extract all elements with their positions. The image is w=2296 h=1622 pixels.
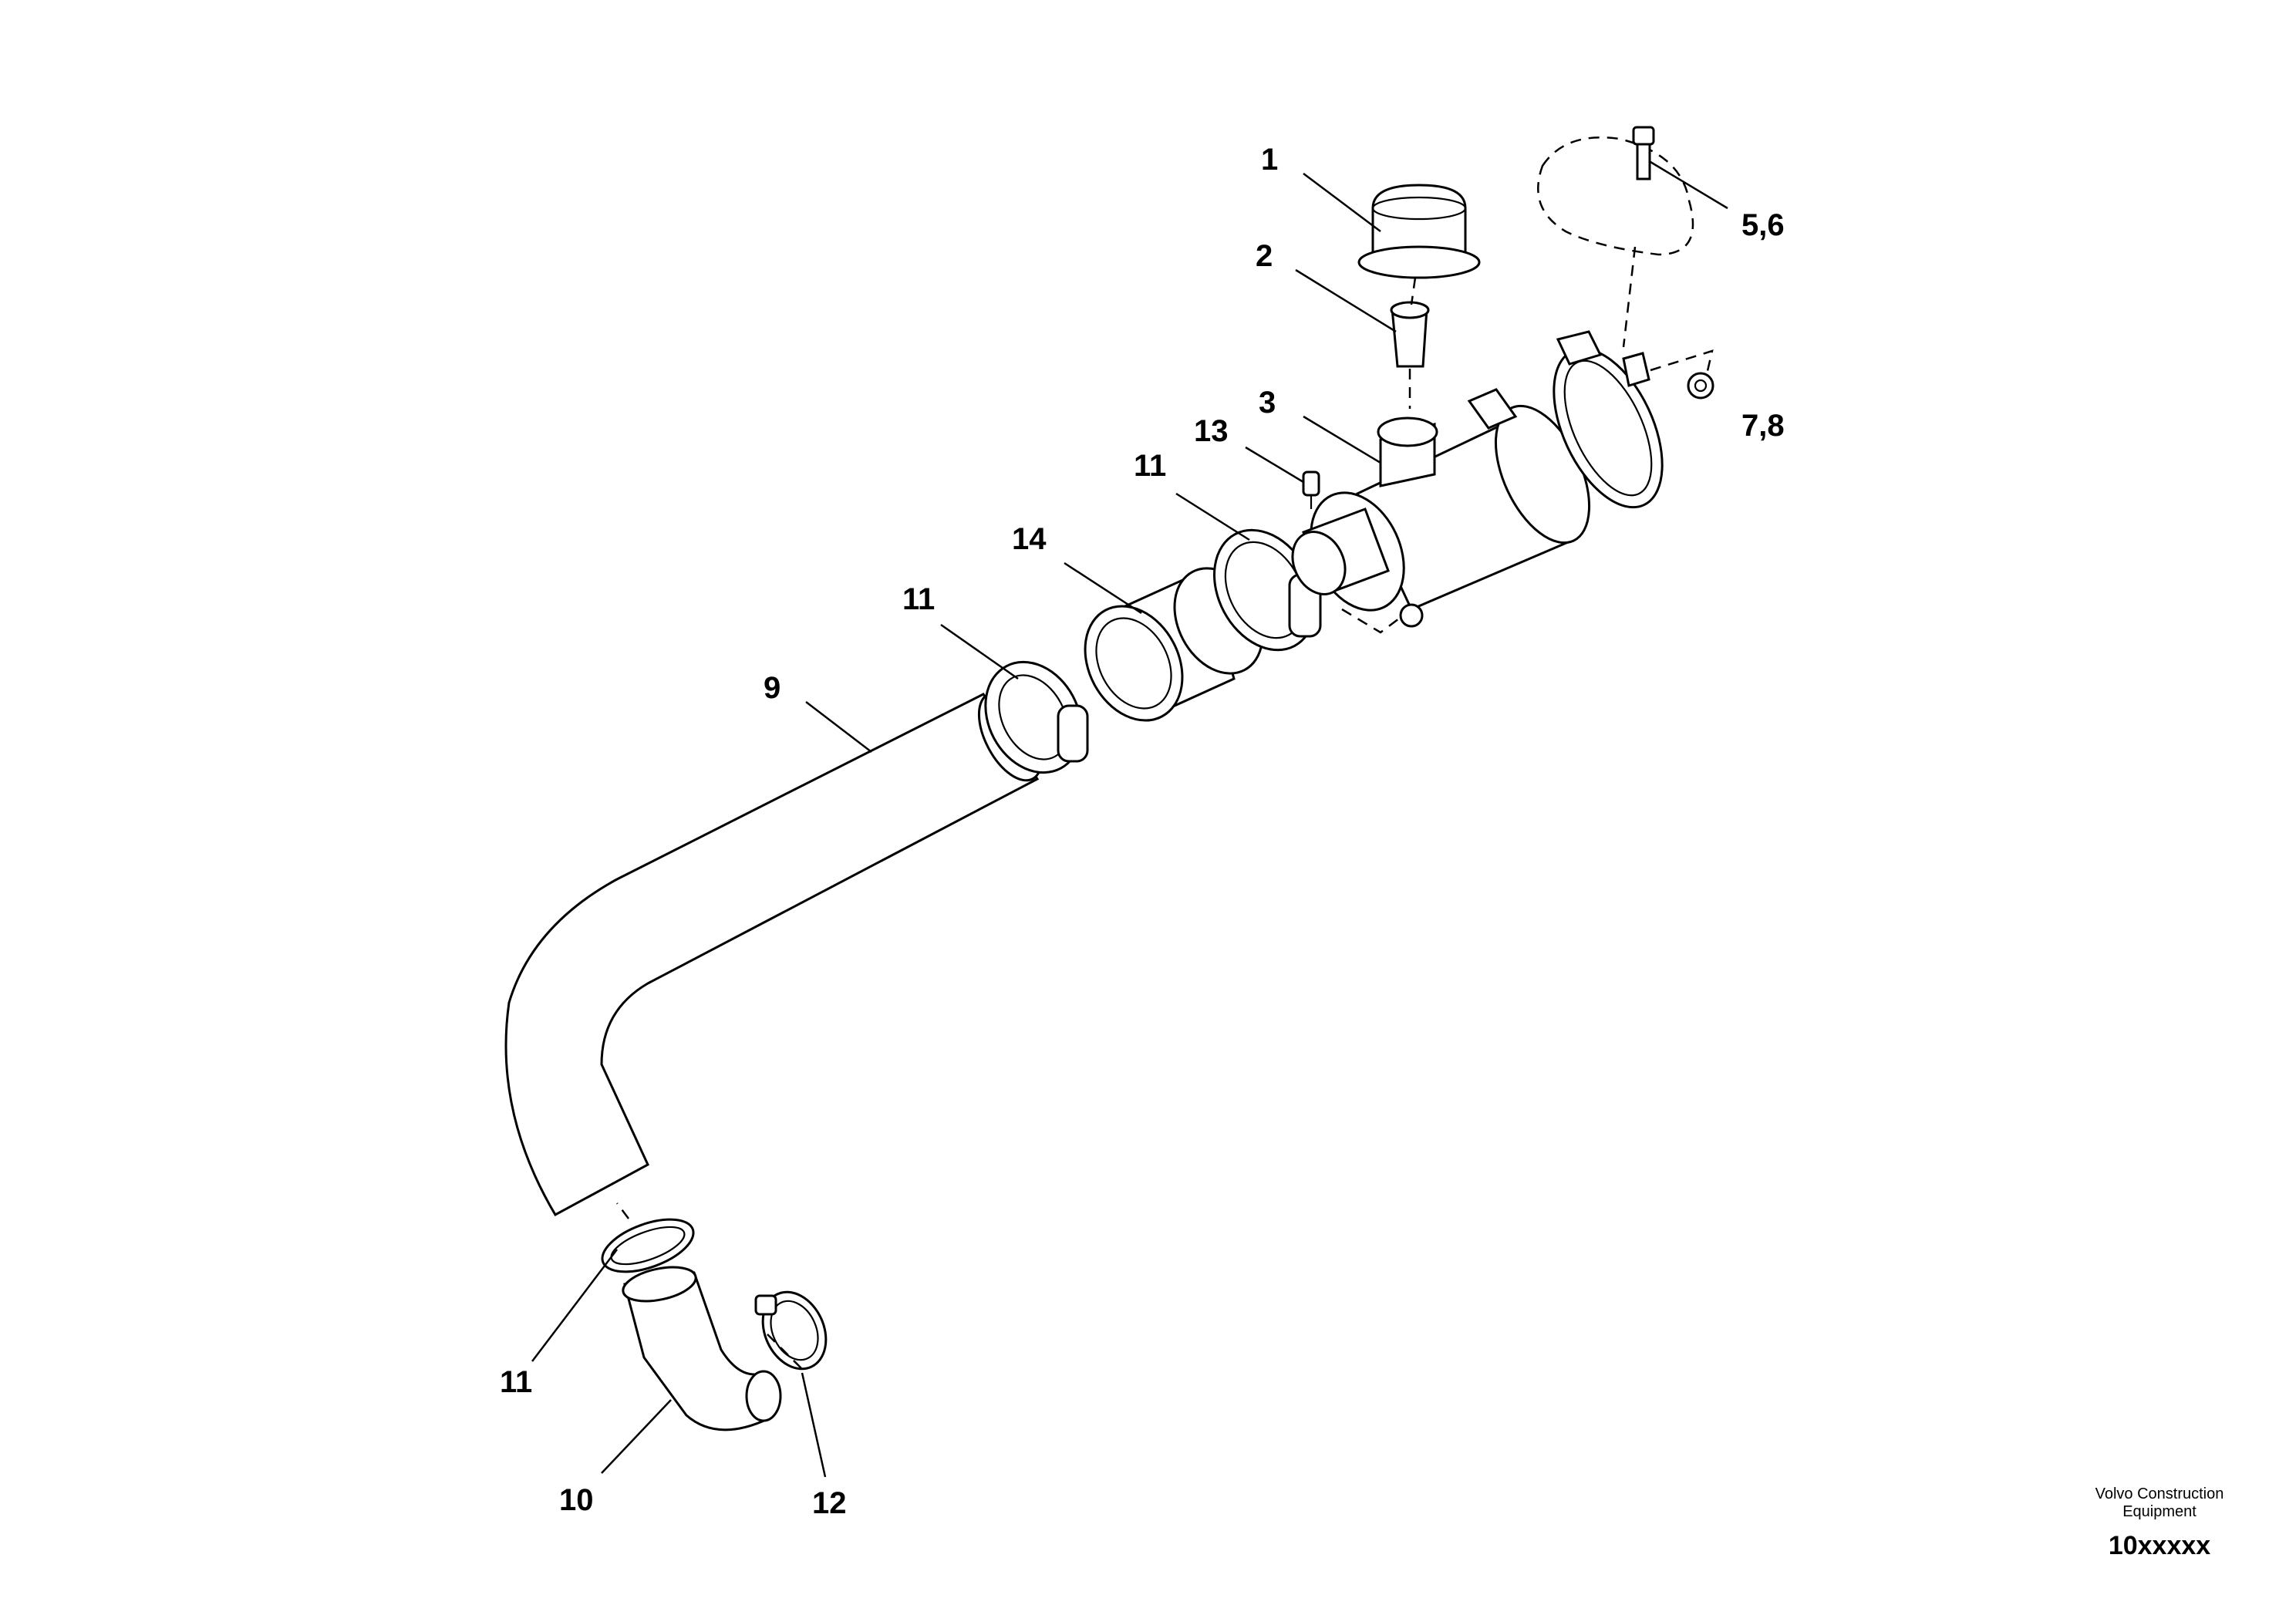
leader-lines [531,160,1728,1478]
pipe-part-9 [504,691,1043,1217]
cap-part-1 [1357,184,1481,305]
screw-part-13 [1302,470,1320,509]
label-part-1: 1 [1261,143,1278,177]
label-part-2: 2 [1256,239,1273,273]
filter-housing-part-3 [1291,388,1591,612]
label-part-7-8: 7,8 [1741,409,1785,443]
label-part-13: 13 [1194,414,1229,448]
bolt-part-5-6 [1537,126,1694,348]
footer-company-line1: Volvo Construction [2095,1485,2224,1502]
footer-company-line2: Equipment [2122,1503,2197,1520]
label-part-12: 12 [812,1486,847,1520]
label-part-10: 10 [559,1483,594,1517]
label-part-14: 14 [1012,522,1047,556]
clamp-part-11-pipe-end [984,660,1089,774]
band-clamp [1553,330,1664,509]
hose-part-14 [1084,567,1264,722]
label-part-5-6: 5,6 [1741,208,1785,242]
indicator-part-2 [1390,301,1430,409]
label-part-11-middle: 11 [902,582,935,616]
nut-part-7-8 [1650,349,1714,400]
elbow-part-10 [622,1266,782,1431]
footer-code: 10xxxxx [2109,1531,2210,1560]
label-part-3: 3 [1259,386,1276,420]
label-part-9: 9 [764,671,781,705]
clamp-part-11-lower [601,1202,695,1273]
nut-under-filter [1341,603,1424,634]
label-part-11-lower: 11 [500,1365,532,1399]
label-part-11-upper: 11 [1134,449,1166,483]
clamp-part-12 [754,1290,828,1371]
